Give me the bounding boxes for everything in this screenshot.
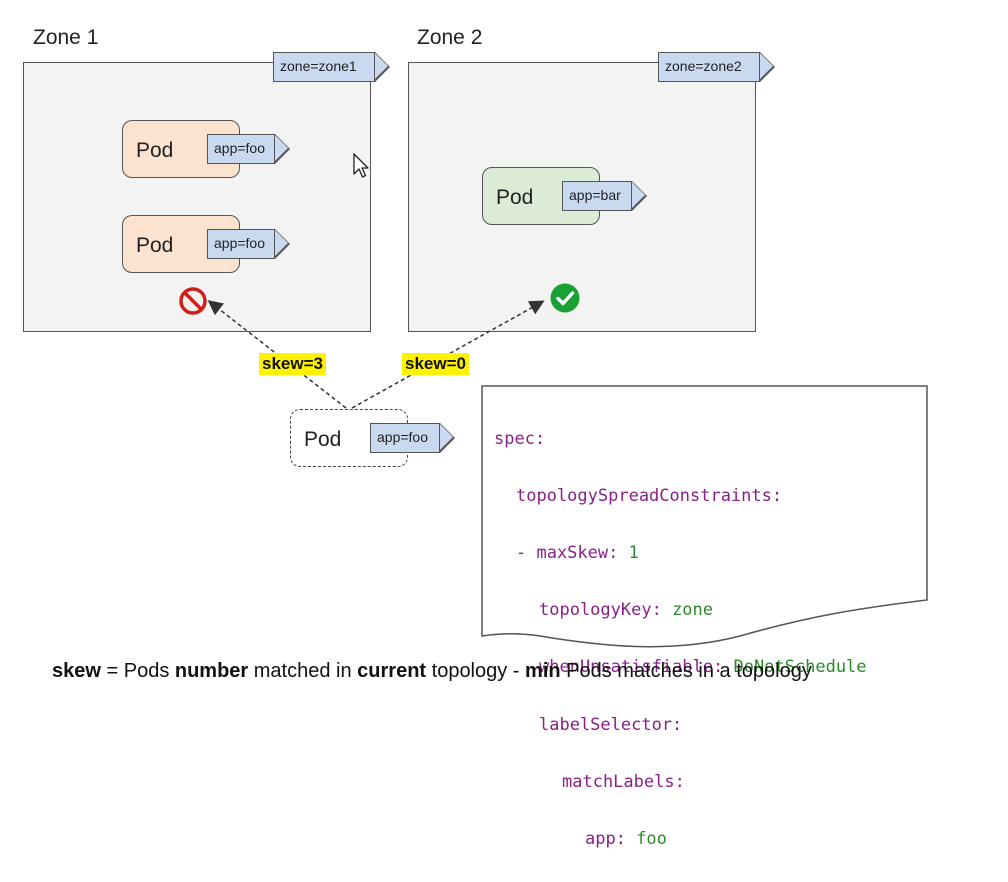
zone1-pod-2-label: app=foo	[207, 228, 290, 259]
zone2-pod-1-label: app=bar	[562, 180, 647, 211]
prohibited-icon	[179, 287, 207, 315]
footer-term-skew: skew	[52, 660, 101, 682]
spec-key-app: app:	[585, 828, 637, 849]
check-icon	[550, 283, 580, 313]
footer-term-number: number	[174, 660, 249, 682]
spec-line-4: topologyKey: zone	[494, 596, 867, 625]
zone2-label-tag: zone=zone2	[658, 51, 775, 82]
spec-line-8: app: foo	[494, 825, 867, 854]
skew-zone1-label: skew=3	[259, 353, 326, 375]
spec-key-spec: spec:	[494, 428, 546, 449]
zone2-pod-1-name: Pod	[496, 186, 534, 209]
spec-value-whenunsatisfiable: DoNotSchedule	[733, 657, 867, 678]
zone1-pod-1-name: Pod	[136, 139, 174, 162]
footer-term-min: min	[525, 660, 561, 682]
spec-value-app: foo	[636, 828, 667, 849]
spec-key-whenunsatisfiable: whenUnsatisfiable:	[539, 657, 734, 678]
zone1-pod-2-name: Pod	[136, 234, 174, 257]
footer-term-current: current	[357, 660, 427, 682]
spec-key-maxskew: - maxSkew:	[516, 542, 629, 563]
skew-definition: skew = Pods number matched in current to…	[52, 660, 812, 683]
spec-line-5: whenUnsatisfiable: DoNotSchedule	[494, 653, 867, 682]
zone1-box	[23, 62, 371, 332]
zone1-label-tag: zone=zone1	[273, 51, 390, 82]
incoming-pod-label: app=foo	[370, 422, 455, 453]
spec-value-topologykey: zone	[672, 600, 714, 621]
spec-key-matchlabels: matchLabels:	[562, 771, 685, 792]
spec-line-1: spec:	[494, 425, 867, 454]
spec-line-3: - maxSkew: 1	[494, 539, 867, 568]
footer-text-2: matched in	[248, 660, 358, 682]
zone1-title: Zone 1	[33, 26, 99, 49]
spec-line-7: matchLabels:	[494, 768, 867, 797]
cursor-icon	[353, 153, 369, 178]
spec-card	[481, 385, 928, 648]
spec-line-2: topologySpreadConstraints:	[494, 482, 867, 511]
zone2-title: Zone 2	[417, 26, 483, 49]
footer-text-1: = Pods	[100, 660, 175, 682]
spec-key-topology-spread: topologySpreadConstraints:	[516, 485, 783, 506]
spec-code: spec: topologySpreadConstraints: - maxSk…	[494, 396, 867, 882]
footer-text-3: topology -	[426, 660, 526, 682]
spec-key-topologykey: topologyKey:	[539, 600, 673, 621]
spec-key-labelselector: labelSelector:	[539, 714, 683, 735]
skew-zone2-label: skew=0	[402, 353, 469, 375]
zone1-pod-1-label: app=foo	[207, 133, 290, 164]
spec-value-maxskew: 1	[628, 542, 639, 563]
incoming-pod-name: Pod	[304, 428, 342, 451]
footer-text-4: Pods matches in a topology	[560, 660, 812, 682]
spec-line-6: labelSelector:	[494, 711, 867, 740]
